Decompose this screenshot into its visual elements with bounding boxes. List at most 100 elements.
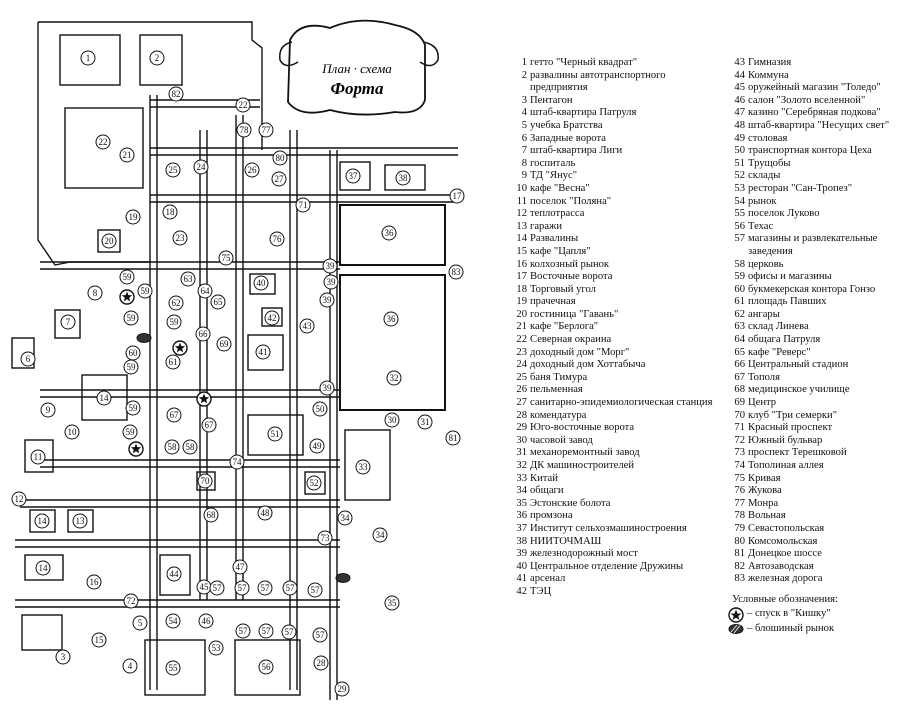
map-label-circle [123, 359, 139, 375]
legend-number: 53 [734, 182, 745, 194]
map-label-circle [132, 615, 148, 631]
legend-number: 77 [734, 497, 745, 509]
legend-text: офисы и магазины [748, 271, 832, 283]
map-label: 30 [384, 412, 400, 428]
map-label-number: 21 [123, 150, 132, 160]
map-label-circle [255, 344, 271, 360]
legend-text: Вольная [748, 510, 786, 522]
legend-text: кафе "Цапля" [530, 245, 591, 257]
map-label-number: 45 [200, 582, 210, 592]
map-label-circle [281, 624, 297, 640]
map-label-number: 14 [39, 563, 49, 573]
map-label-circle [235, 97, 251, 113]
map-label-number: 64 [201, 286, 211, 296]
legend-number: 2 [521, 69, 527, 81]
block-14c [24, 554, 64, 581]
map-label-number: 55 [169, 663, 179, 673]
legend-number: 72 [734, 434, 745, 446]
legend-text: Комсомольская [748, 535, 818, 547]
map-label-number: 73 [321, 533, 331, 543]
map-label-number: 25 [169, 165, 179, 175]
map-label: 25 [165, 162, 181, 178]
legend-number: 44 [734, 69, 745, 81]
map-label-number: 82 [172, 89, 181, 99]
legend-number: 66 [734, 359, 745, 371]
map-label-circle [257, 505, 273, 521]
map-label-number: 57 [285, 627, 295, 637]
map-label-circle [448, 264, 464, 280]
legend-text: Северная окраина [530, 334, 612, 346]
map-label-circle [182, 439, 198, 455]
map-label-number: 66 [199, 329, 209, 339]
map-label-number: 28 [317, 658, 327, 668]
legend-text: Донецкое шоссе [748, 548, 822, 560]
map-label-number: 44 [170, 569, 180, 579]
map-label-circle [312, 627, 328, 643]
map-label-circle [55, 649, 71, 665]
legend-number: 60 [734, 283, 745, 295]
map-label-number: 1 [86, 53, 91, 63]
map-label: 57 [234, 580, 250, 596]
map-label: 34 [337, 510, 353, 526]
legend-number: 31 [516, 447, 527, 459]
convention-star-label: – спуск в "Кишку" [747, 608, 831, 620]
map-label-circle [258, 623, 274, 639]
map-label-circle [125, 400, 141, 416]
legend-number: 62 [734, 308, 745, 320]
legend-number: 54 [734, 195, 745, 207]
map-label: 58 [182, 439, 198, 455]
map-label-circle [123, 310, 139, 326]
legend-text: поселок Луково [748, 208, 820, 220]
map-label-circle [208, 640, 224, 656]
map-label-number: 40 [257, 278, 267, 288]
legend-number: 59 [734, 271, 745, 283]
map-label: 23 [172, 230, 188, 246]
legend-text: комендатура [530, 409, 587, 421]
map-label-number: 2 [155, 53, 160, 63]
map-label-number: 34 [376, 530, 386, 540]
map-label: 58 [164, 439, 180, 455]
map-label-circle [166, 566, 182, 582]
legend-text: ангары [748, 308, 780, 320]
map-label-circle [345, 168, 361, 184]
map-label-number: 22 [239, 100, 248, 110]
north-boundary [38, 21, 263, 150]
map-label-number: 31 [421, 417, 430, 427]
legend-number: 14 [516, 233, 527, 245]
map-label: 57 [282, 580, 298, 596]
map-label-number: 7 [66, 317, 71, 327]
map-label-circle [334, 681, 350, 697]
legend-text: железная дорога [748, 573, 823, 585]
map-label: 37 [345, 168, 361, 184]
block-33 [344, 429, 391, 501]
legend-number: 27 [516, 397, 527, 409]
map-label: 22 [95, 134, 111, 150]
legend-number: 68 [734, 384, 745, 396]
map-label-circle [80, 50, 96, 66]
map-label-number: 34 [341, 513, 351, 523]
map-stars [119, 289, 212, 457]
map-label: 50 [312, 401, 328, 417]
map-label: 65 [210, 294, 226, 310]
legend-number: 81 [734, 548, 745, 560]
map-label: 24 [193, 159, 209, 175]
map-label-number: 59 [123, 272, 133, 282]
map-label-number: 58 [186, 442, 196, 452]
map-label-circle [384, 595, 400, 611]
map-label-circle [198, 613, 214, 629]
map-label: 51 [267, 426, 283, 442]
